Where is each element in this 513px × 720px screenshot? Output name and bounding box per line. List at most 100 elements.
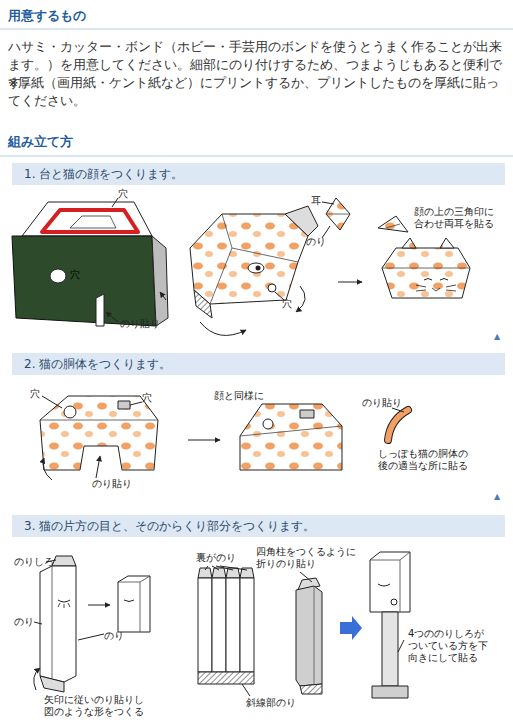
- cat-face-net: [256, 266, 261, 271]
- cat-face-net: [200, 322, 246, 335]
- square-prism: [314, 586, 315, 684]
- callout-label: 穴: [30, 388, 44, 400]
- cat-body-net: [130, 402, 142, 405]
- eye-mechanism: [398, 640, 404, 652]
- slider-net: [198, 672, 254, 684]
- eye-net: [34, 622, 42, 624]
- base-box: [152, 236, 168, 326]
- section-title: 2. 猫の胴体をつくります。: [24, 356, 171, 373]
- eye-mechanism: [378, 584, 390, 586]
- cat-body: [300, 410, 314, 418]
- eye-mechanism: [370, 552, 410, 698]
- blue-arrow: [340, 616, 362, 640]
- eye-net: [52, 566, 53, 678]
- cat-body: [240, 404, 342, 470]
- base-box: [12, 236, 156, 326]
- slider-net: [240, 578, 254, 672]
- cat-face: [382, 238, 470, 298]
- eye-box: [118, 576, 150, 632]
- base-box: [22, 202, 152, 236]
- base-box: [50, 269, 66, 283]
- instruction-note: 4つののりしろがついている方を下向きにして貼る: [408, 628, 494, 664]
- instruction-note: 四角柱をつくるように折りのり貼り: [256, 546, 360, 570]
- eye-mechanism: [391, 599, 397, 605]
- base-box: [42, 210, 138, 232]
- square-prism: [300, 572, 312, 582]
- cat-face-net: [285, 206, 318, 236]
- cat-tail: [388, 410, 408, 440]
- cat-tail: [388, 410, 408, 440]
- base-box: [70, 216, 116, 228]
- callout-label: のり: [14, 616, 40, 628]
- callout-label: 穴: [282, 298, 296, 310]
- eye-mechanism: [372, 686, 408, 698]
- cat-face-net: [190, 214, 308, 304]
- callout-label: のりしろ: [14, 556, 58, 568]
- eye-mechanism: [400, 552, 410, 560]
- slider-net: [212, 578, 226, 672]
- base-box: [96, 294, 104, 326]
- eye-box: [140, 576, 150, 582]
- cat-body-net: [64, 406, 76, 418]
- eye-mechanism: [382, 612, 398, 686]
- instruction-note: 顔の上の三角印に合わせ両耳を貼る: [414, 206, 500, 230]
- step-arrow: [338, 282, 362, 283]
- cat-face-net: [268, 284, 276, 292]
- paragraph: ※厚紙（画用紙・ケント紙など）にプリントするか、プリントしたものを厚紙に貼ってく…: [8, 74, 505, 110]
- eye-mechanism: [400, 560, 401, 612]
- back-to-top-arrow: ▲: [494, 492, 506, 502]
- eye-net: [52, 556, 76, 566]
- cat-face: [402, 238, 416, 248]
- cat-body: [240, 404, 342, 470]
- eye-net: [78, 634, 104, 640]
- eye-net: [34, 668, 40, 690]
- cat-face-net: [190, 206, 318, 335]
- square-prism: [300, 684, 322, 694]
- eye-box: [118, 576, 150, 632]
- section-title: 1. 台と猫の顔をつくります。: [24, 166, 183, 183]
- base-box: [112, 198, 118, 207]
- step-arrow: [88, 605, 110, 606]
- instruction-note: 顔と同様に: [214, 390, 274, 402]
- step-arrow: [88, 605, 110, 606]
- cat-face: [440, 238, 454, 248]
- cat-body: [263, 419, 273, 429]
- cat-face: [424, 279, 448, 281]
- cat-face: [382, 248, 470, 298]
- eye-box: [124, 600, 134, 602]
- heading-rule: [0, 156, 513, 157]
- eye-net: [40, 566, 76, 682]
- eye-net: [34, 556, 104, 692]
- section-band: 1. 台と猫の顔をつくります。: [12, 163, 505, 185]
- callout-label: 穴: [142, 392, 156, 404]
- step-arrow: [338, 282, 362, 283]
- step-arrow: [188, 440, 220, 441]
- callout-label: 穴: [118, 188, 132, 200]
- base-box: [106, 312, 118, 322]
- eye-net: [58, 603, 70, 608]
- ear-piece: [322, 198, 408, 238]
- cat-body: [240, 426, 342, 436]
- slider-net: [242, 684, 250, 696]
- callout-label: 斜線部のり: [246, 697, 310, 709]
- eye-box: [118, 582, 140, 583]
- callout-label: のり貼り: [92, 478, 142, 490]
- cat-tail: [388, 408, 408, 440]
- cat-body-net: [40, 420, 158, 421]
- callout-label: のり貼り: [120, 318, 170, 330]
- section-band: 2. 猫の胴体をつくります。: [12, 353, 505, 375]
- callout-label: のり貼り: [362, 397, 412, 409]
- ear-piece: [326, 214, 350, 215]
- cat-face: [416, 285, 456, 291]
- cat-tail: [392, 408, 404, 412]
- slider-net: [226, 578, 240, 672]
- cat-body-net: [96, 456, 100, 478]
- cat-body-net: [42, 396, 62, 408]
- step-arrow: [188, 440, 220, 441]
- cat-face: [382, 268, 470, 269]
- cat-body-net: [40, 396, 158, 480]
- section-heading: 組み立て方: [8, 134, 308, 150]
- ear-piece: [386, 224, 400, 228]
- callout-label: のり: [104, 630, 130, 642]
